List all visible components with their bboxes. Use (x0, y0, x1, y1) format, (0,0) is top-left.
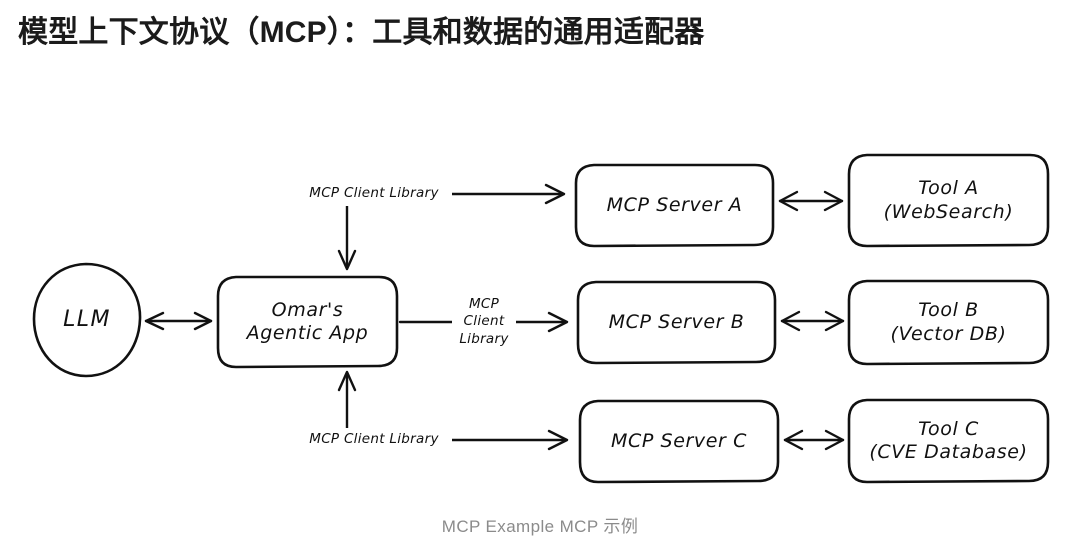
node-tool-c[interactable] (847, 398, 1050, 484)
node-agentic-app[interactable] (216, 275, 399, 369)
figure-caption: MCP Example MCP 示例 (441, 517, 639, 536)
node-mcp-server-b[interactable] (576, 280, 777, 365)
node-mcp-server-a[interactable] (574, 163, 775, 248)
page-title: 模型上下文协议（MCP）：工具和数据的通用适配器 (18, 16, 705, 49)
edge-server-a-tool-a[interactable] (778, 190, 844, 212)
edge-server-b-tool-b[interactable] (780, 310, 845, 332)
edge-agentic-app-server-b[interactable] (398, 311, 569, 333)
edge-agentic-app-server-c[interactable] (337, 370, 569, 451)
edge-agentic-app-server-a[interactable] (337, 183, 566, 271)
edge-llm-agentic-app[interactable] (144, 311, 213, 331)
edge-server-c-tool-c[interactable] (783, 429, 845, 451)
node-tool-b[interactable] (847, 279, 1050, 366)
node-tool-a[interactable] (847, 153, 1050, 248)
node-llm[interactable] (32, 262, 142, 378)
node-mcp-server-c[interactable] (578, 399, 780, 484)
